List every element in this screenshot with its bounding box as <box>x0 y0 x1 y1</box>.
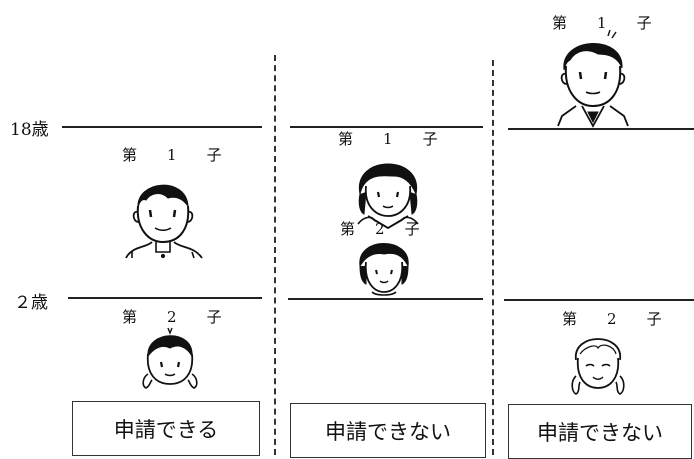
age-18-line-col2 <box>290 126 483 128</box>
age-label-18: 18歳 <box>10 120 49 140</box>
age-2-line-col1 <box>68 297 262 299</box>
col1-result-box: 申請できる <box>72 401 260 456</box>
age-2-line-col3 <box>504 299 694 301</box>
girl-second-child-icon <box>359 243 409 296</box>
boy-first-child-icon <box>125 184 203 259</box>
col3-result-box: 申請できない <box>508 404 692 459</box>
age-18-line-col1 <box>62 126 262 128</box>
age-label-2: ２歳 <box>14 293 48 313</box>
column-divider-2 <box>492 60 494 455</box>
col2-result-box: 申請できない <box>290 403 486 458</box>
girl-first-child-icon <box>357 163 419 230</box>
age-2-line-col2 <box>288 298 483 300</box>
age-18-line-col3 <box>508 128 694 130</box>
girl-second-child-outline-icon <box>571 338 625 395</box>
young-man-first-child-icon <box>557 29 629 128</box>
toddler-second-child-icon <box>142 327 198 389</box>
column-divider-1 <box>274 55 276 455</box>
